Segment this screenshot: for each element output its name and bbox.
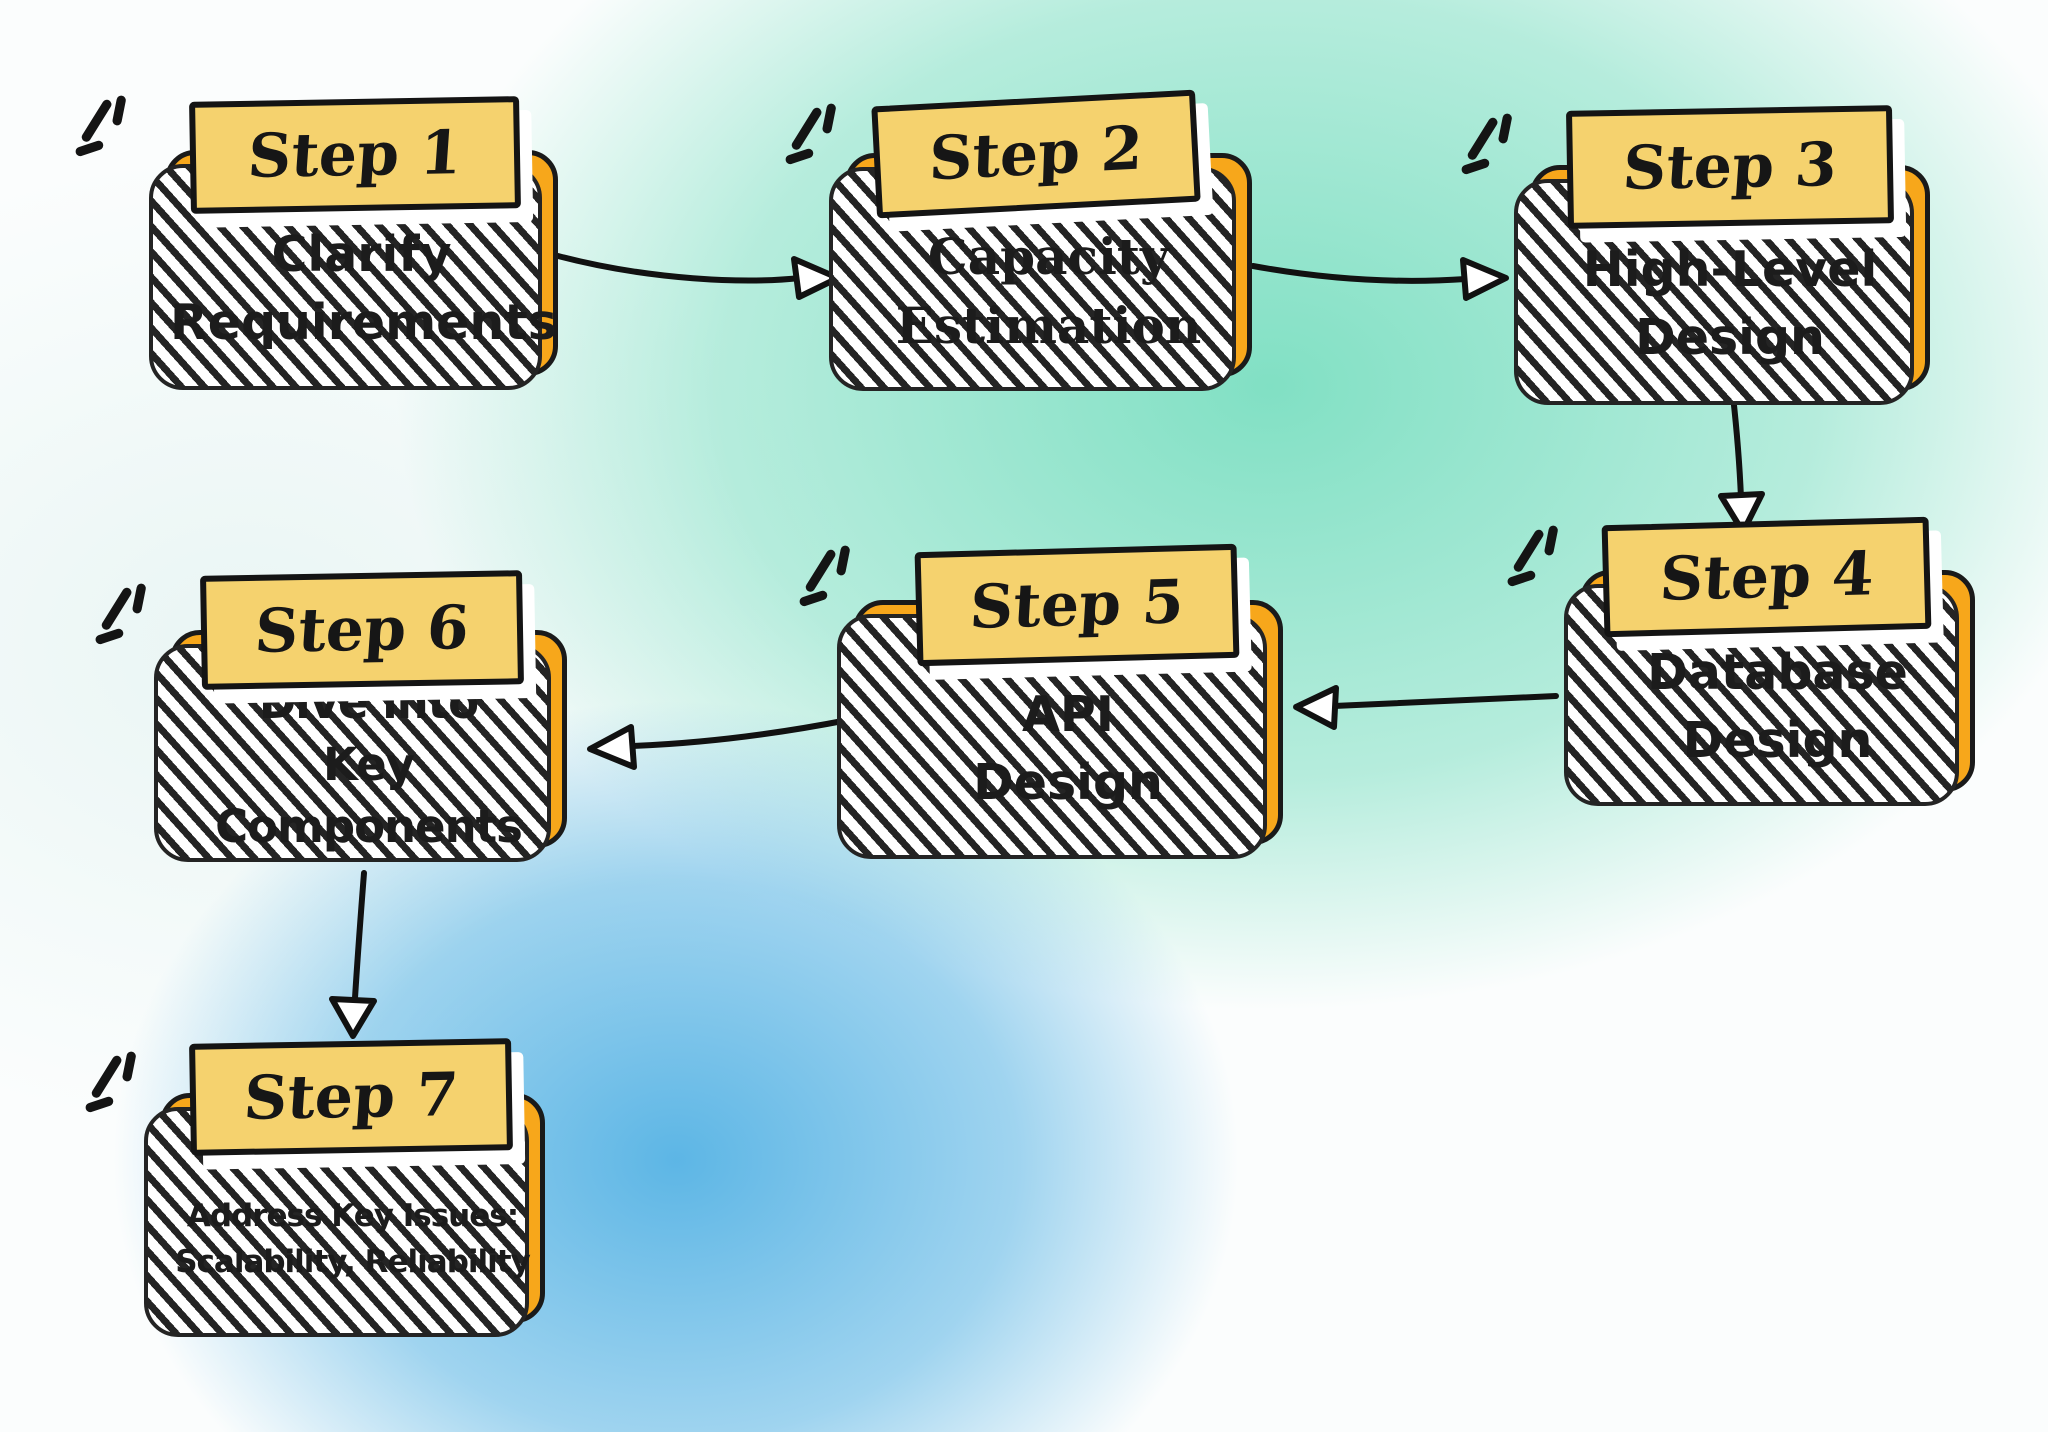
step-2-banner: Step 2: [871, 89, 1201, 219]
arrow-step6-step7: [329, 870, 377, 1039]
sparkle-icon: [1507, 525, 1558, 587]
step-7-box: Step 7 Address Key Issues: Scalability, …: [160, 1038, 545, 1323]
step-5-banner: Step 5: [914, 543, 1240, 667]
step-4-line: Design: [1682, 712, 1873, 769]
arrow-step3-step4: [1718, 393, 1765, 535]
step-6-box: Step 6 Dive into Key Components: [170, 570, 567, 853]
arrow-step5-step6: [587, 717, 851, 770]
step-2-label: Step 2: [928, 113, 1144, 195]
step-2-text: Capacity Estimation: [850, 170, 1247, 360]
step-4-label: Step 4: [1657, 539, 1876, 615]
step-3-box: Step 3 High-Level Design: [1530, 105, 1930, 391]
step-7-banner: Step 7: [189, 1038, 513, 1156]
step-3-line: High-Level: [1582, 241, 1878, 299]
step-2-box: Step 2 Capacity Estimation: [845, 89, 1252, 377]
step-4-box: Step 4 Database Design: [1580, 516, 1975, 792]
sparkle-icon: [799, 545, 850, 607]
sparkle-icon: [75, 95, 126, 157]
step-4-banner: Step 4: [1601, 516, 1932, 638]
step-2-line: Estimation: [895, 296, 1202, 355]
arrow-step2-step3: [1250, 257, 1509, 301]
step-3-label: Step 3: [1620, 130, 1840, 204]
step-7-line: Address Key Issues:: [186, 1197, 519, 1234]
step-1-line: Requirements: [170, 294, 557, 351]
arrow-step1-step2: [555, 253, 841, 300]
step-5-label: Step 5: [967, 567, 1187, 643]
arrow-step4-step5: [1293, 685, 1559, 730]
step-6-line: Key Components: [215, 737, 523, 854]
step-5-line: API: [1021, 685, 1115, 743]
step-1-banner: Step 1: [189, 96, 521, 214]
step-4-text: Database Design: [1585, 587, 1970, 774]
step-3-text: High-Level Design: [1535, 184, 1925, 371]
step-5-line: Design: [973, 753, 1163, 811]
step-1-line: Clarify: [271, 226, 452, 284]
step-7-label: Step 7: [241, 1060, 461, 1134]
step-6-label: Step 6: [252, 593, 472, 667]
sparkle-icon: [1461, 113, 1512, 175]
step-1-text: Clarify Requirements: [170, 169, 557, 356]
sparkle-icon: [785, 103, 836, 165]
sparkle-icon: [85, 1051, 136, 1113]
sparkle-icon: [95, 583, 146, 645]
step-5-text: API Design: [858, 629, 1278, 816]
step-7-text: Address Key Issues: Scalability, Reliabi…: [165, 1131, 540, 1286]
step-6-banner: Step 6: [200, 570, 524, 690]
step-1-label: Step 1: [245, 118, 465, 192]
step-3-line: Design: [1635, 309, 1825, 366]
step-2-line: Capacity: [927, 227, 1170, 286]
step-1-box: Step 1 Clarify Requirements: [165, 96, 558, 376]
step-3-banner: Step 3: [1565, 105, 1895, 229]
step-4-line: Database: [1647, 644, 1908, 702]
step-5-box: Step 5 API Design: [853, 543, 1283, 845]
step-7-line: Scalability, Reliability: [175, 1244, 531, 1280]
